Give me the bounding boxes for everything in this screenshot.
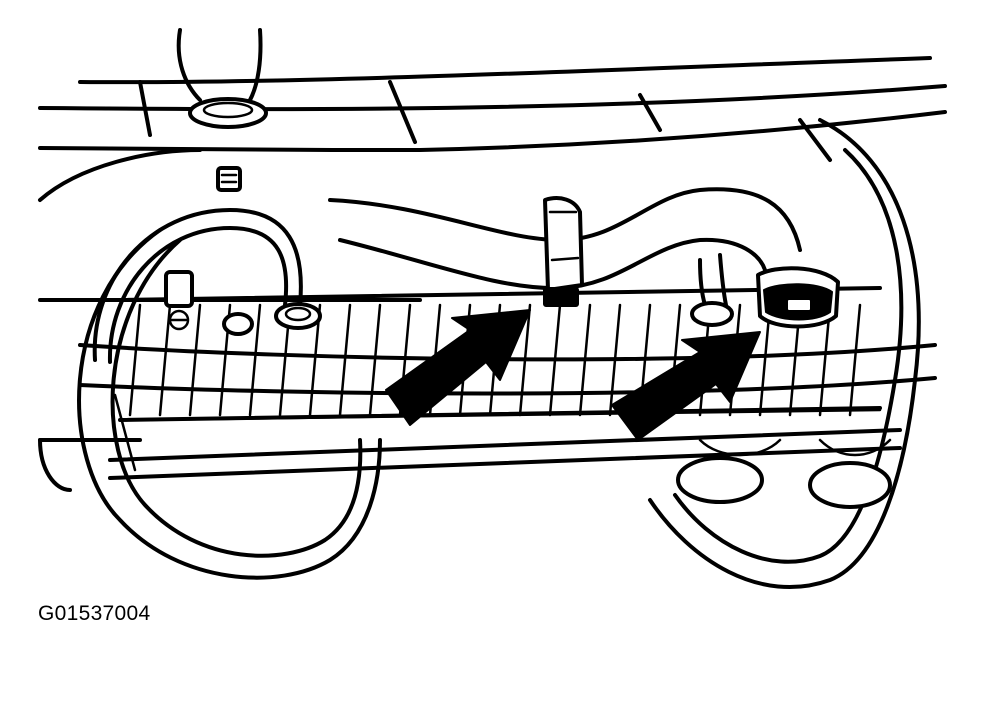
callout-arrow-2: [611, 331, 761, 441]
radiator-core: [118, 286, 882, 422]
center-hose-clamp: [543, 196, 584, 307]
left-lower-bracket: [38, 393, 137, 492]
left-fitting: [274, 302, 322, 330]
right-fitting: [690, 301, 734, 327]
left-loop: [77, 228, 382, 580]
filler-neck: [176, 28, 268, 129]
right-lower-hose: [698, 253, 728, 307]
upper-frame: [38, 56, 947, 202]
left-sensor: [164, 270, 194, 331]
callout-arrow-1: [385, 309, 531, 426]
arrow-icon: [385, 309, 531, 426]
right-hose-clamp: [756, 266, 840, 329]
upper-radiator-hose: [328, 187, 802, 291]
frame-bolt: [216, 166, 242, 192]
lower-mounts: [676, 438, 892, 509]
center-boss: [222, 312, 254, 336]
figure-id-label: G01537004: [38, 602, 151, 625]
arrow-icon: [611, 331, 761, 441]
left-hose: [92, 208, 303, 364]
